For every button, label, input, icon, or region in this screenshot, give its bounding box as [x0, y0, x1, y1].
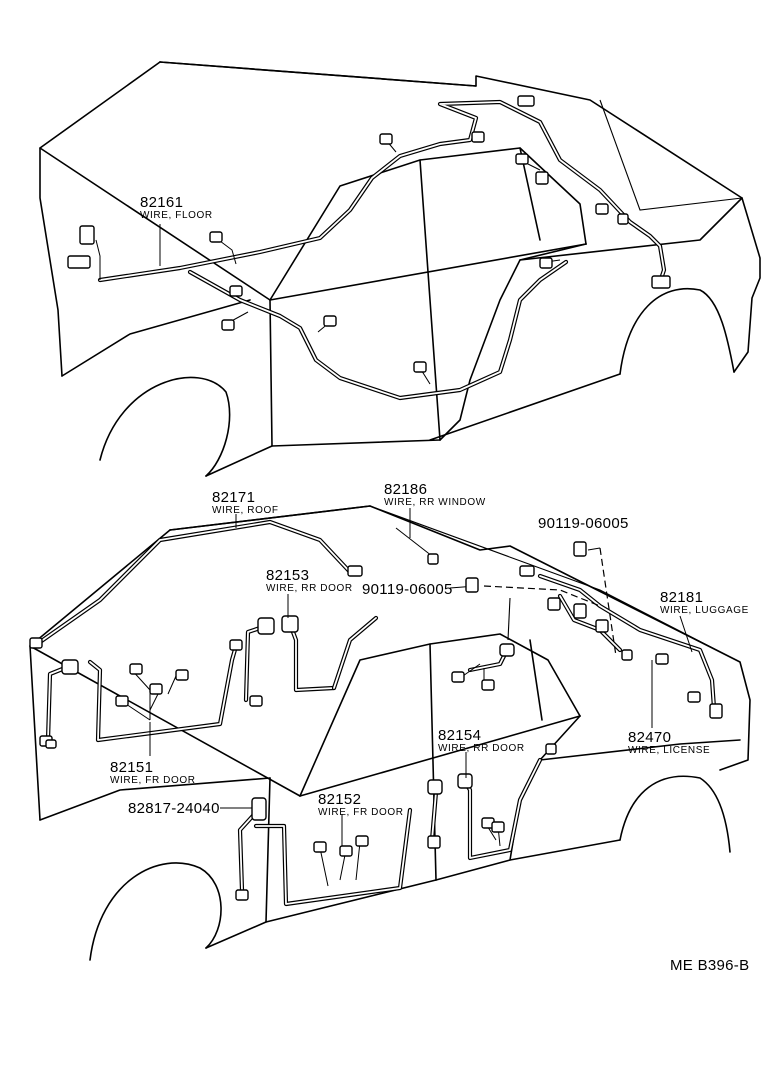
callout-part-number: 90119-06005 [538, 515, 629, 532]
callout-82171: 82171 WIRE, ROOF [212, 490, 279, 516]
callout-82817-24040: 82817-24040 [128, 801, 220, 816]
callout-82181: 82181 WIRE, LUGGAGE [660, 590, 749, 616]
callout-part-number: 82161 [140, 194, 184, 211]
callout-part-number: 82153 [266, 567, 310, 584]
callout-description: WIRE, LICENSE [628, 745, 711, 756]
callout-part-number: 82817-24040 [128, 800, 220, 817]
callout-description: WIRE, RR DOOR [438, 743, 525, 754]
callout-part-number: 82186 [384, 481, 428, 498]
callout-82154: 82154 WIRE, RR DOOR [438, 728, 525, 754]
callout-82153: 82153 WIRE, RR DOOR [266, 568, 353, 594]
callout-part-number: 90119-06005 [362, 581, 453, 598]
top-floor-harness [67, 95, 671, 401]
top-car-body [39, 61, 761, 477]
callout-82161: 82161 WIRE, FLOOR [140, 195, 213, 221]
callout-description: WIRE, FR DOOR [318, 807, 404, 818]
callout-82151: 82151 WIRE, FR DOOR [110, 760, 196, 786]
callout-82470: 82470 WIRE, LICENSE [628, 730, 710, 756]
callout-part-number: 82470 [628, 729, 672, 746]
callout-description: WIRE, RR DOOR [266, 583, 353, 594]
callout-82152: 82152 WIRE, FR DOOR [318, 792, 404, 818]
callout-part-number: 82151 [110, 759, 154, 776]
callout-90119-06005-lower: 90119-06005 [362, 582, 453, 597]
callout-part-number: 82152 [318, 791, 362, 808]
callout-description: WIRE, FLOOR [140, 210, 213, 221]
callout-description: WIRE, ROOF [212, 505, 279, 516]
callout-description: WIRE, FR DOOR [110, 775, 196, 786]
callout-90119-06005-upper: 90119-06005 [538, 516, 629, 531]
callout-part-number: 82154 [438, 727, 482, 744]
callout-82186: 82186 WIRE, RR WINDOW [384, 482, 486, 508]
bottom-harnesses [29, 508, 723, 907]
callout-description: WIRE, RR WINDOW [384, 497, 486, 508]
callout-part-number: 82171 [212, 489, 256, 506]
diagram-code: ME B396-B [670, 957, 750, 974]
callout-description: WIRE, LUGGAGE [660, 605, 749, 616]
callout-part-number: 82181 [660, 589, 704, 606]
